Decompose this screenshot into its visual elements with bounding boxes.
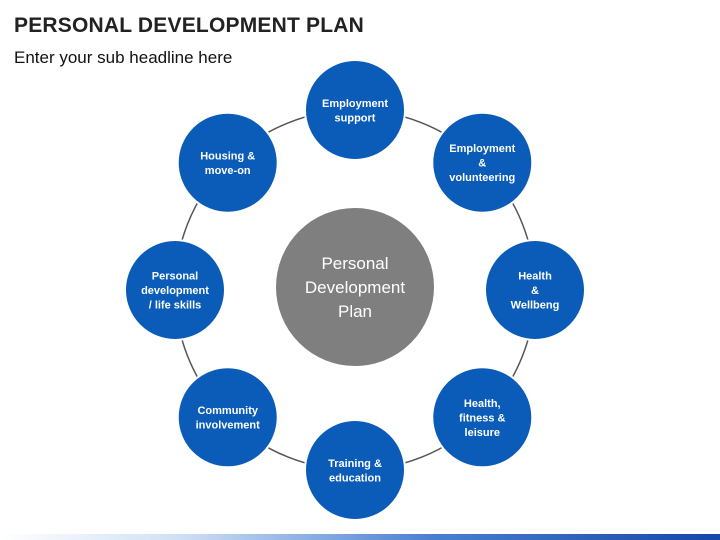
node-personal-development-life-skills: Personal development / life skills (124, 239, 226, 341)
node-employment-support: Employment support (304, 59, 406, 161)
node-label-line: leisure (465, 427, 500, 439)
node-health-wellbeing: Health & Wellbeng (484, 239, 586, 341)
node-label-line: Employment (449, 143, 515, 155)
node-label: Employment support (322, 98, 388, 125)
node-label-line: support (335, 112, 376, 124)
node-employment-volunteering: Employment & volunteering (431, 111, 534, 214)
node-label: Community involvement (196, 405, 261, 432)
center-label-line: Development (305, 278, 405, 297)
node-circle (176, 366, 279, 469)
node-label-line: move-on (205, 165, 251, 177)
node-label: Employment & volunteering (449, 143, 515, 184)
node-label: Health, fitness & leisure (459, 398, 506, 439)
center-label-line: Personal (321, 254, 388, 273)
node-label: Personal development / life skills (141, 271, 209, 312)
node-label-line: education (329, 472, 381, 484)
node-label-line: fitness & (459, 412, 506, 424)
node-circle (304, 419, 406, 521)
node-label-line: volunteering (449, 172, 515, 184)
node-housing-move-on: Housing & move-on (176, 111, 279, 214)
center-circle (274, 206, 436, 368)
page-subtitle: Enter your sub headline here (14, 48, 233, 67)
bottom-accent-bar (0, 534, 720, 540)
node-label-line: / life skills (149, 300, 202, 312)
page-title: PERSONAL DEVELOPMENT PLAN (14, 14, 364, 37)
node-training-education: Training & education (304, 419, 406, 521)
node-label: Training & education (328, 458, 382, 485)
node-label-line: & (478, 158, 486, 170)
center-label-line: Plan (338, 302, 372, 321)
node-label-line: Wellbeng (511, 300, 560, 312)
node-circle (484, 239, 586, 341)
node-label-line: Community (197, 405, 258, 417)
node-label-line: Training & (328, 458, 382, 470)
node-label-line: Health, (464, 398, 501, 410)
node-label-line: Personal (152, 271, 198, 283)
node-label-line: involvement (196, 420, 261, 432)
node-label: Health & Wellbeng (511, 271, 560, 312)
node-circle (176, 111, 279, 214)
node-label-line: Housing & (200, 150, 255, 162)
node-label: Housing & move-on (200, 150, 255, 177)
node-label-line: Health (518, 271, 552, 283)
node-community-involvement: Community involvement (176, 366, 279, 469)
node-circle (431, 366, 534, 469)
node-circle (124, 239, 226, 341)
node-health-fitness-leisure: Health, fitness & leisure (431, 366, 534, 469)
node-label-line: development (141, 285, 209, 297)
node-label-line: Employment (322, 98, 388, 110)
node-circle (431, 111, 534, 214)
node-circle (304, 59, 406, 161)
node-label-line: & (531, 285, 539, 297)
